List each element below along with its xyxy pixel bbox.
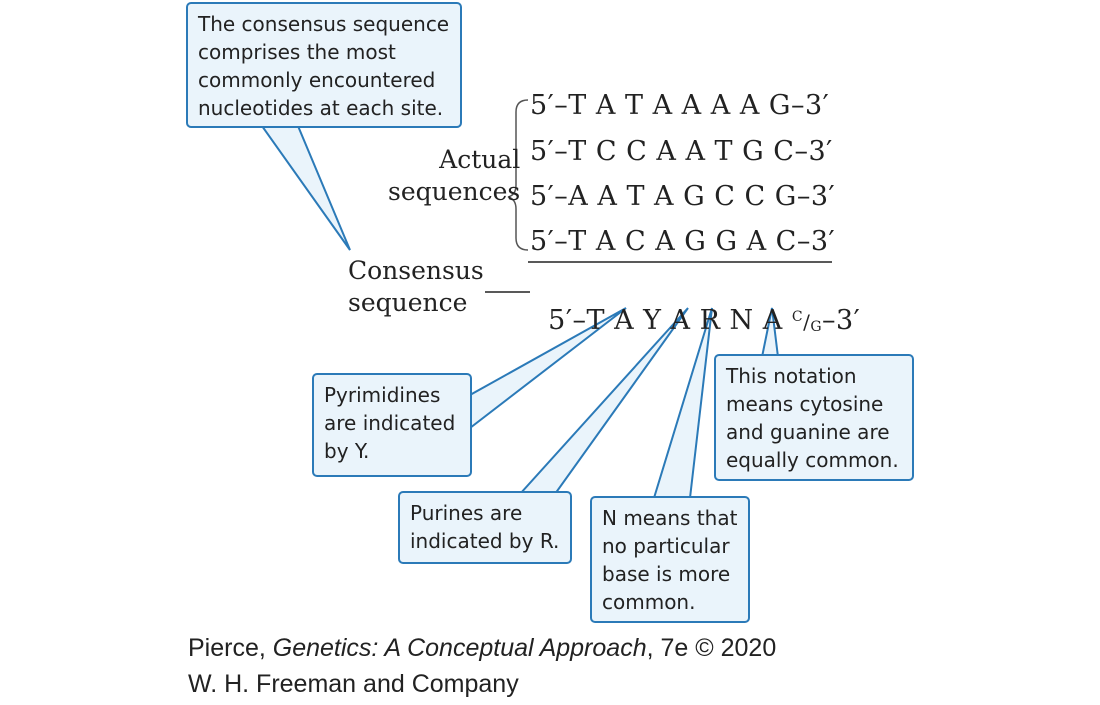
credit-line-1: Pierce, Genetics: A Conceptual Approach,… xyxy=(188,634,776,663)
callout-line: by Y. xyxy=(324,439,370,463)
sequence-row-2: 5′–T C C A A T G C–3′ xyxy=(530,136,833,167)
sequence-row-1: 5′–T A T A A A A G–3′ xyxy=(530,90,830,121)
consensus-label-line2: sequence xyxy=(348,288,468,317)
callout-line: and guanine are xyxy=(726,420,890,444)
callout-line: comprises the most xyxy=(198,40,396,64)
credit-author: Pierce, xyxy=(188,634,273,662)
callout-line: base is more xyxy=(602,562,731,586)
callout-n-means: N means that no particular base is more … xyxy=(590,496,750,623)
callout-purines: Purines are indicated by R. xyxy=(398,491,572,564)
callout-line: common. xyxy=(602,590,696,614)
callout-line: are indicated xyxy=(324,411,456,435)
callout-line: Purines are xyxy=(410,501,523,525)
sequence-row-4: 5′–T A C A G G A C–3′ xyxy=(530,226,836,257)
callout-line: no particular xyxy=(602,534,730,558)
callout-line: Pyrimidines xyxy=(324,383,441,407)
actual-sequences-brace xyxy=(507,99,529,251)
pointer-consensus-def xyxy=(260,125,351,251)
callout-line: nucleotides at each site. xyxy=(198,96,444,120)
actual-sequences-label: Actual sequences xyxy=(388,144,520,208)
callout-line: indicated by R. xyxy=(410,529,560,553)
callout-line: The consensus sequence xyxy=(198,12,450,36)
credit-edition: , 7e © 2020 xyxy=(646,634,777,662)
consensus-g: G xyxy=(810,319,822,335)
consensus-end: –3′ xyxy=(822,305,861,336)
callout-line: equally common. xyxy=(726,448,899,472)
callout-consensus-definition: The consensus sequence comprises the mos… xyxy=(186,2,462,128)
callout-notation: This notation means cytosine and guanine… xyxy=(714,354,914,481)
credit-title: Genetics: A Conceptual Approach xyxy=(272,634,647,662)
callout-line: commonly encountered xyxy=(198,68,436,92)
consensus-sequence-label: Consensus sequence xyxy=(348,255,484,319)
consensus-label-line1: Consensus xyxy=(348,256,484,285)
callout-pyrimidines: Pyrimidines are indicated by Y. xyxy=(312,373,472,477)
credit-line-2: W. H. Freeman and Company xyxy=(188,670,519,698)
consensus-main: 5′–T A Y A R N A xyxy=(548,305,792,336)
actual-label-line2: sequences xyxy=(388,177,521,206)
actual-label-line1: Actual xyxy=(439,145,521,174)
callout-line: means cytosine xyxy=(726,392,884,416)
consensus-sequence: 5′–T A Y A R N A C/G–3′ xyxy=(530,274,860,336)
consensus-c: C xyxy=(791,309,804,325)
sequence-row-3: 5′–A A T A G C C G–3′ xyxy=(530,181,836,212)
callout-line: N means that xyxy=(602,506,738,530)
consensus-slash: / xyxy=(803,310,811,334)
callout-line: This notation xyxy=(726,364,857,388)
